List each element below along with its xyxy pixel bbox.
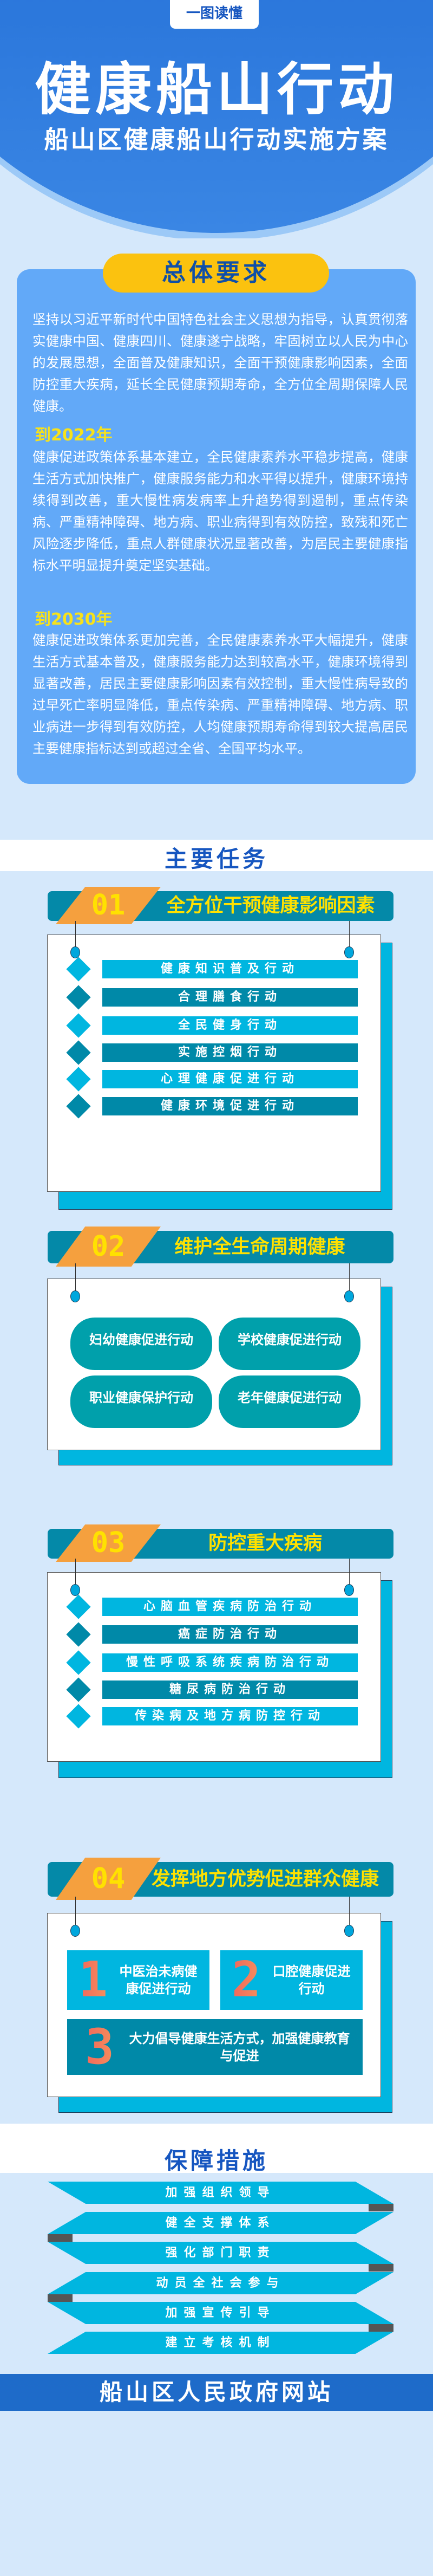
header-tag: 一图读懂	[170, 0, 259, 29]
goal-2030-label: 到2030年	[35, 610, 113, 629]
safeguards-heading: 保障措施	[164, 2147, 268, 2174]
task-item: 健康知识普及行动	[102, 960, 358, 978]
task-box-number: 2	[225, 1950, 268, 2010]
page-subtitle: 船山区健康船山行动实施方案	[44, 125, 389, 154]
goal-2022-text: 健康促进政策体系基本建立，全民健康素养水平稳步提高，健康生活方式加快推广，健康服…	[32, 449, 408, 573]
hanger-ring-icon	[344, 946, 354, 958]
overall-requirements-heading: 总体要求	[103, 254, 329, 293]
hanger-ring-icon	[344, 1584, 354, 1596]
footer-site-name: 船山区人民政府网站	[0, 2374, 433, 2411]
task-box-text: 口腔健康促进行动	[272, 1964, 351, 1996]
tasks-heading: 主要任务	[164, 846, 268, 872]
hanger-ring-icon	[344, 1925, 354, 1937]
hanger-line	[349, 1897, 350, 1929]
goal-2022-label: 到2022年	[35, 426, 113, 445]
safeguard-ribbon: 健全支撑体系	[48, 2212, 393, 2234]
safeguards-heading-strip	[0, 2124, 433, 2173]
hanger-ring-icon	[70, 1584, 80, 1596]
safeguard-ribbon: 动员全社会参与	[48, 2272, 393, 2294]
ribbon-fold	[369, 2264, 393, 2272]
hanger-line	[349, 921, 350, 951]
task-item: 心理健康促进行动	[102, 1070, 358, 1088]
section-title: 全方位干预健康影响因素	[166, 895, 375, 917]
hanger-line	[75, 1559, 76, 1588]
hero-background	[0, 0, 433, 233]
hanger-line	[349, 1263, 350, 1295]
page-title: 健康船山行动	[34, 56, 398, 122]
hanger-line	[349, 1559, 350, 1588]
task-pill: 妇幼健康促进行动	[70, 1318, 212, 1370]
overall-requirements-card	[17, 269, 416, 784]
ribbon-fold	[369, 2324, 393, 2332]
ribbon-fold	[369, 2204, 393, 2211]
tasks-heading-strip	[0, 840, 433, 871]
safeguard-ribbon: 加强组织领导	[48, 2182, 393, 2204]
task-item: 全民健身行动	[102, 1016, 358, 1035]
task-box-number: 1	[71, 1950, 115, 2010]
section-title: 维护全生命周期健康	[174, 1236, 345, 1258]
task-item: 传染病及地方病防控行动	[102, 1707, 358, 1725]
hanger-ring-icon	[70, 1290, 80, 1302]
safeguard-ribbon: 强化部门职责	[48, 2242, 393, 2264]
safeguard-ribbon: 建立考核机制	[48, 2332, 393, 2354]
hanger-line	[75, 1897, 76, 1929]
task-box-text: 中医治未病健康促进行动	[119, 1964, 198, 1996]
task-pill: 学校健康促进行动	[219, 1318, 360, 1370]
section-title: 发挥地方优势促进群众健康	[151, 1868, 379, 1890]
hanger-ring-icon	[344, 1290, 354, 1302]
task-item: 合理膳食行动	[102, 988, 358, 1007]
hanger-ring-icon	[70, 1925, 80, 1937]
hanger-ring-icon	[70, 946, 80, 958]
hero-banner: 一图读懂 健康船山行动 船山区健康船山行动实施方案	[0, 0, 433, 238]
task-item: 糖尿病防治行动	[102, 1680, 358, 1699]
task-item: 慢性呼吸系统疾病防治行动	[102, 1653, 358, 1672]
task-pill: 职业健康保护行动	[70, 1375, 212, 1428]
task-item: 癌症防治行动	[102, 1625, 358, 1644]
task-item: 健康环境促进行动	[102, 1097, 358, 1115]
hanger-line	[75, 921, 76, 951]
ribbon-fold	[48, 2294, 73, 2302]
task-item: 实施控烟行动	[102, 1043, 358, 1062]
safeguard-ribbon: 加强宣传引导	[48, 2302, 393, 2324]
task-pill: 老年健康促进行动	[219, 1375, 360, 1428]
section-title: 防控重大疾病	[208, 1533, 322, 1554]
ribbon-fold	[48, 2234, 73, 2242]
task-box-text: 大力倡导健康生活方式，加强健康教育与促进	[129, 2030, 350, 2064]
goal-2030-text: 健康促进政策体系更加完善，全民健康素养水平大幅提升，健康生活方式基本普及，健康服…	[32, 632, 408, 756]
task-item: 心脑血管疾病防治行动	[102, 1598, 358, 1616]
overall-intro: 坚持以习近平新时代中国特色社会主义思想为指导，认真贯彻落实健康中国、健康四川、健…	[32, 312, 408, 414]
hanger-line	[75, 1263, 76, 1295]
task-box-number: 3	[75, 2017, 124, 2077]
